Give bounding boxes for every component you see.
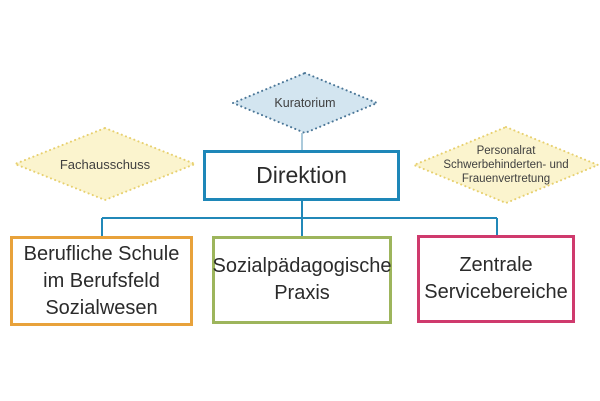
connector-direktion-children xyxy=(101,201,498,236)
berufliche-schule-label-line: im Berufsfeld xyxy=(43,269,160,292)
zentrale-servicebereiche-label-line: Servicebereiche xyxy=(424,281,568,303)
node-direktion: Direktion xyxy=(203,150,400,201)
node-sozialpaedagogische-praxis: Sozialpädagogische Praxis xyxy=(212,236,392,324)
personalrat-diamond xyxy=(411,125,600,205)
personalrat-label-line: Frauenvertretung xyxy=(461,173,551,185)
node-berufliche-schule: Berufliche Schule im Berufsfeld Sozialwe… xyxy=(10,236,193,326)
fachausschuss-label: Fachausschuss xyxy=(59,157,151,172)
kuratorium-diamond xyxy=(230,71,380,135)
personalrat-label: Personalrat Schwerbehinderten- und Fraue… xyxy=(414,144,598,186)
direktion-label: Direktion xyxy=(256,162,347,188)
personalrat-label-line: Personalrat xyxy=(476,145,536,157)
node-zentrale-servicebereiche: Zentrale Servicebereiche xyxy=(417,235,575,323)
berufliche-schule-label-line: Sozialwesen xyxy=(45,296,158,319)
zentrale-servicebereiche-label-line: Zentrale xyxy=(459,254,533,276)
personalrat-label-line: Schwerbehinderten- und xyxy=(443,159,569,171)
fachausschuss-diamond xyxy=(12,126,198,202)
kuratorium-label: Kuratorium xyxy=(274,96,336,110)
sozialpaedagogische-praxis-label-line: Sozialpädagogische xyxy=(212,255,392,277)
berufliche-schule-label-line: Berufliche Schule xyxy=(23,242,180,265)
sozialpaedagogische-praxis-label-line: Praxis xyxy=(274,282,330,304)
